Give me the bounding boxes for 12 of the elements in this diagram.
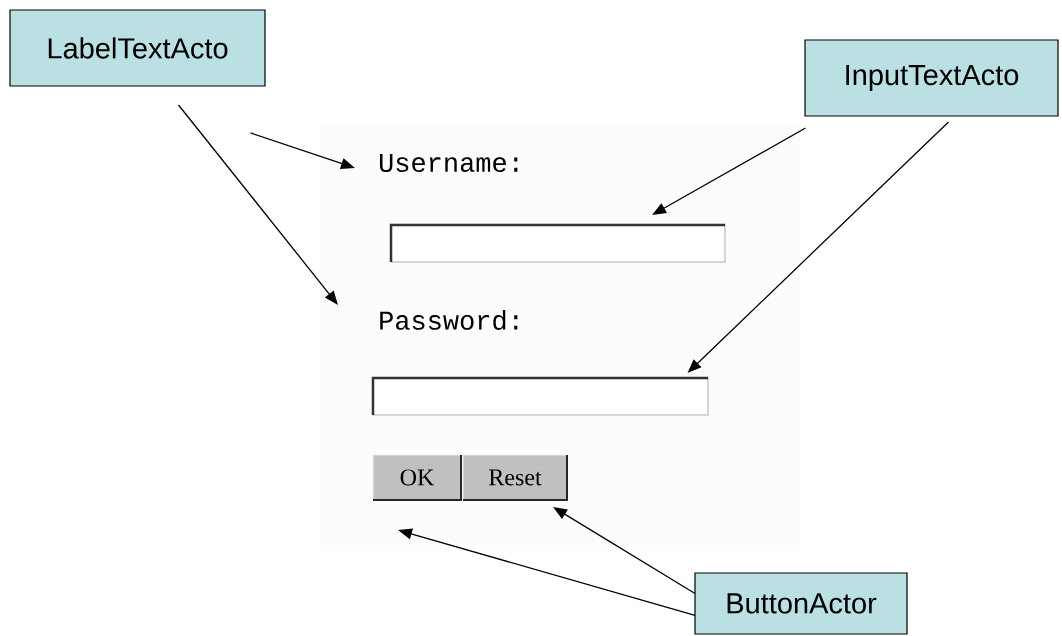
- arrow: [177, 104, 338, 305]
- callout-box: LabelTextActo: [9, 9, 266, 87]
- callout-box: ButtonActor: [694, 572, 908, 635]
- button: Reset: [462, 454, 568, 501]
- field-label: Username:: [379, 153, 518, 172]
- input-field: [389, 223, 726, 263]
- button: OK: [372, 454, 462, 501]
- callout-box: InputTextActo: [804, 39, 1059, 117]
- arrow: [652, 127, 807, 215]
- field-label: Password:: [380, 310, 518, 330]
- arrow: [553, 507, 696, 595]
- input-field: [371, 376, 709, 416]
